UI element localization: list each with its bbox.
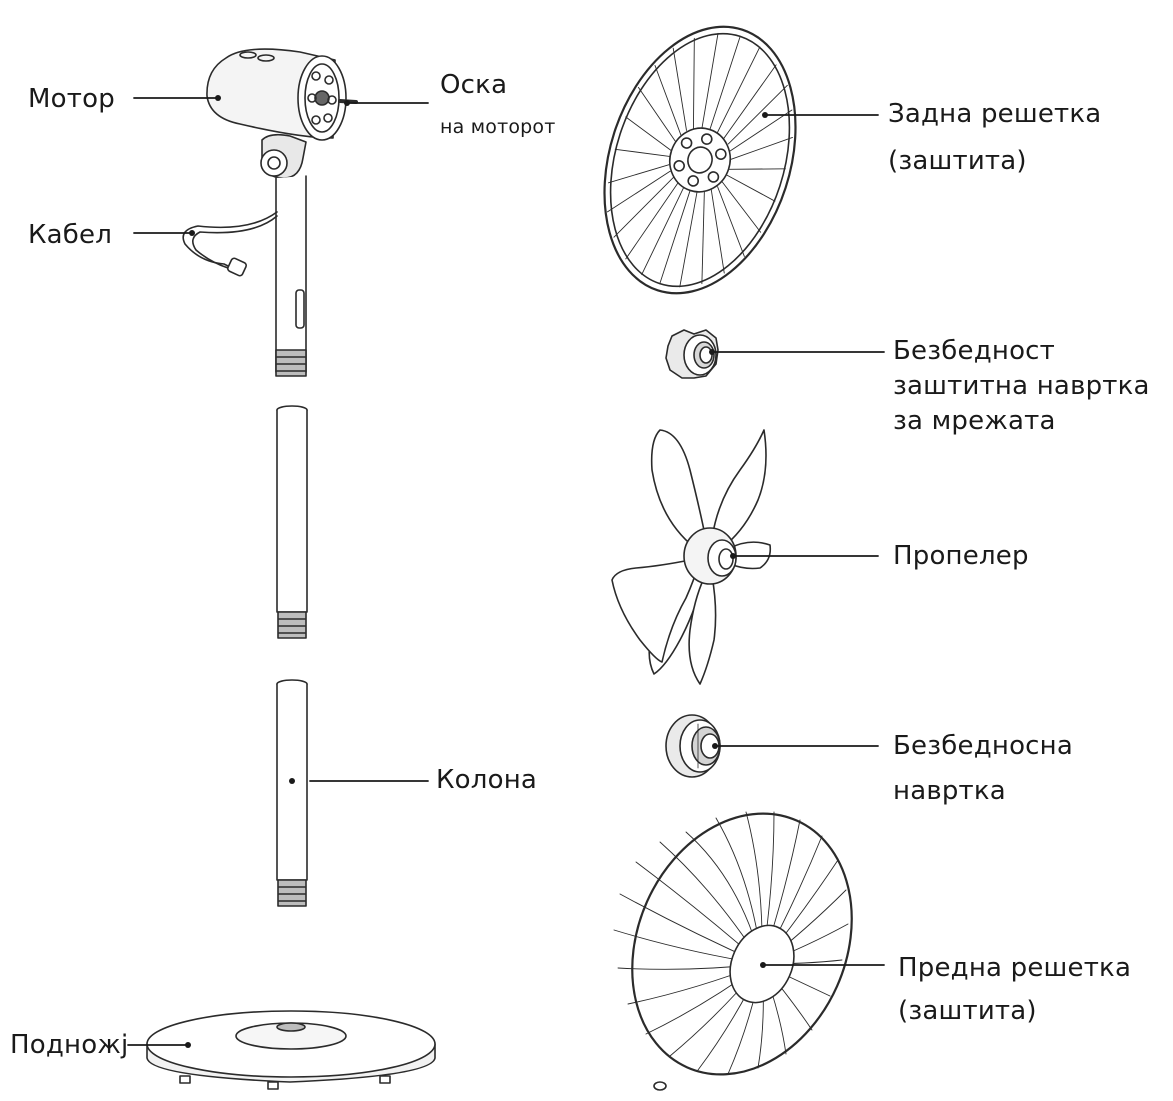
- label-safety-nut: Безбедносна навртка: [893, 731, 1073, 807]
- front-guard-drawing: [592, 778, 892, 1101]
- leader-lines: [127, 97, 885, 1046]
- cable-drawing: [183, 212, 277, 277]
- spinner-nut-drawing: [666, 715, 720, 777]
- rear-guard-drawing: [572, 2, 828, 318]
- motor-assembly: [207, 49, 356, 376]
- label-propeller: Пропелер: [893, 541, 1029, 571]
- label-rear-guard: Задна решетка (заштита): [888, 99, 1102, 177]
- column-drawing: [277, 680, 307, 906]
- label-front-guard: Предна решетка (заштита): [898, 953, 1132, 1027]
- leader-dots: [185, 95, 768, 1048]
- base-drawing: [147, 1011, 435, 1089]
- label-column: Колона: [436, 765, 538, 795]
- guard-nut-drawing: [666, 330, 718, 378]
- label-guard-safety-nut: Безбедност заштитна наврткa за мрежата: [893, 336, 1150, 437]
- label-base: Подножј: [10, 1030, 129, 1060]
- label-shaft-sub: на моторот: [440, 116, 556, 138]
- label-cable: Кабел: [28, 220, 113, 250]
- middle-pole: [277, 406, 307, 638]
- label-shaft: Оска: [440, 70, 508, 100]
- propeller-drawing: [612, 430, 770, 684]
- label-motor: Мотор: [28, 84, 115, 114]
